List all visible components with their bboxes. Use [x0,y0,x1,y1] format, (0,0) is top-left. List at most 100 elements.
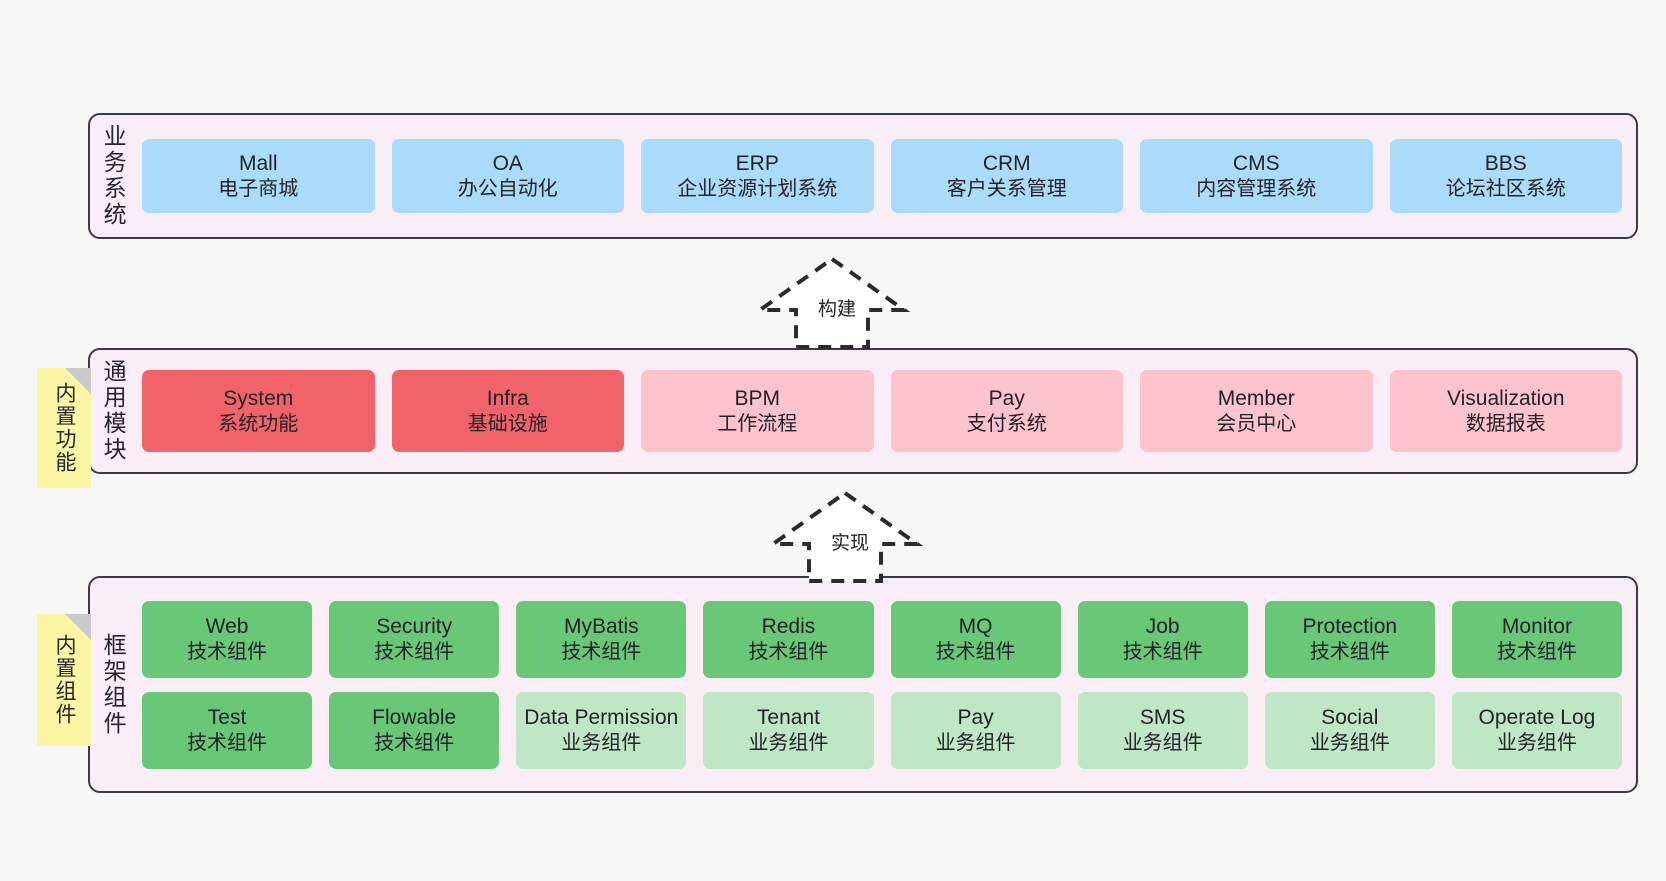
sticky-note-builtin-features: 内置功能 [37,368,91,488]
node-job[interactable]: Job 技术组件 [1077,600,1248,678]
common-module-node-row: System 系统功能 Infra 基础设施 BPM 工作流程 Pay 支付系统… [142,370,1622,452]
node-bbs-desc: 论坛社区系统 [1445,177,1566,200]
node-web-desc: 技术组件 [187,640,268,663]
node-pay-module-name: Pay [988,387,1025,410]
node-crm-name: CRM [982,152,1031,175]
node-operate-log-desc: 业务组件 [1496,731,1577,754]
arrow-build: 构建 [752,255,912,349]
node-pay-module-desc: 支付系统 [966,412,1047,435]
node-cms-name: CMS [1232,152,1280,175]
node-job-name: Job [1145,615,1180,638]
node-social[interactable]: Social 业务组件 [1264,691,1435,769]
node-oa[interactable]: OA 办公自动化 [391,139,624,213]
node-mall-desc: 电子商城 [218,177,299,200]
node-visualization-desc: 数据报表 [1465,412,1546,435]
arrow-implement-icon [766,490,924,583]
node-pay-module[interactable]: Pay 支付系统 [890,370,1123,452]
node-oa-desc: 办公自动化 [457,177,558,200]
node-cms-desc: 内容管理系统 [1196,177,1317,200]
node-monitor-name: Monitor [1501,615,1572,638]
node-social-desc: 业务组件 [1309,731,1390,754]
node-data-permission-desc: 业务组件 [561,731,642,754]
layer-title-business-system: 业务系统 [100,124,127,228]
sticky-note-builtin-features-label: 内置功能 [53,382,77,474]
node-visualization[interactable]: Visualization 数据报表 [1389,370,1622,452]
node-sms-name: SMS [1139,706,1186,729]
node-mq-desc: 技术组件 [935,640,1016,663]
layer-common-module: 通用模块 System 系统功能 Infra 基础设施 BPM 工作流程 Pay… [88,348,1638,474]
node-oa-name: OA [492,152,523,175]
node-erp-name: ERP [735,152,779,175]
node-tenant-desc: 业务组件 [748,731,829,754]
node-redis[interactable]: Redis 技术组件 [703,600,874,678]
node-sms-desc: 业务组件 [1122,731,1203,754]
node-bpm-name: BPM [734,387,780,410]
arrow-build-label: 构建 [818,299,857,320]
layer-body-framework-component: Web 技术组件 Security 技术组件 MyBatis 技术组件 Redi… [136,578,1636,791]
node-flowable-name: Flowable [372,706,457,729]
node-tenant[interactable]: Tenant 业务组件 [703,691,874,769]
node-mall[interactable]: Mall 电子商城 [142,139,375,213]
business-system-node-row: Mall 电子商城 OA 办公自动化 ERP 企业资源计划系统 CRM 客户关系… [142,139,1622,213]
node-operate-log[interactable]: Operate Log 业务组件 [1451,691,1622,769]
layer-business-system: 业务系统 Mall 电子商城 OA 办公自动化 ERP 企业资源计划系统 CRM… [88,113,1638,239]
node-bbs-name: BBS [1484,152,1527,175]
node-infra[interactable]: Infra 基础设施 [391,370,624,452]
node-security-name: Security [376,615,453,638]
node-security-desc: 技术组件 [374,640,455,663]
node-flowable[interactable]: Flowable 技术组件 [329,691,500,769]
framework-business-component-row: Test 技术组件 Flowable 技术组件 Data Permission … [142,691,1622,769]
node-member-name: Member [1217,387,1295,410]
node-infra-name: Infra [486,387,529,410]
node-social-name: Social [1321,706,1379,729]
node-flowable-desc: 技术组件 [374,731,455,754]
node-crm-desc: 客户关系管理 [946,177,1067,200]
node-mall-name: Mall [238,152,278,175]
node-job-desc: 技术组件 [1122,640,1203,663]
node-protection-name: Protection [1302,615,1398,638]
arrow-implement-label: 实现 [831,533,870,554]
node-system-name: System [223,387,294,410]
node-erp[interactable]: ERP 企业资源计划系统 [641,139,874,213]
sticky-note-builtin-components: 内置组件 [37,614,91,746]
node-web[interactable]: Web 技术组件 [142,600,313,678]
node-pay-component-desc: 业务组件 [935,731,1016,754]
node-mq[interactable]: MQ 技术组件 [890,600,1061,678]
node-mq-name: MQ [958,615,993,638]
node-web-name: Web [205,615,249,638]
node-pay-component-name: Pay [957,706,994,729]
node-bbs[interactable]: BBS 论坛社区系统 [1389,139,1622,213]
node-redis-name: Redis [761,615,816,638]
node-mybatis[interactable]: MyBatis 技术组件 [516,600,687,678]
layer-body-business-system: Mall 电子商城 OA 办公自动化 ERP 企业资源计划系统 CRM 客户关系… [136,115,1636,237]
node-sms[interactable]: SMS 业务组件 [1077,691,1248,769]
node-monitor[interactable]: Monitor 技术组件 [1451,600,1622,678]
node-erp-desc: 企业资源计划系统 [677,177,838,200]
node-data-permission-name: Data Permission [524,706,679,729]
layer-body-common-module: System 系统功能 Infra 基础设施 BPM 工作流程 Pay 支付系统… [136,350,1636,472]
node-security[interactable]: Security 技术组件 [329,600,500,678]
node-cms[interactable]: CMS 内容管理系统 [1140,139,1373,213]
node-system[interactable]: System 系统功能 [142,370,375,452]
node-data-permission[interactable]: Data Permission 业务组件 [516,691,687,769]
node-visualization-name: Visualization [1446,387,1565,410]
node-protection[interactable]: Protection 技术组件 [1264,600,1435,678]
node-monitor-desc: 技术组件 [1496,640,1577,663]
node-protection-desc: 技术组件 [1309,640,1390,663]
node-crm[interactable]: CRM 客户关系管理 [890,139,1123,213]
sticky-note-builtin-components-label: 内置组件 [53,634,77,726]
node-test[interactable]: Test 技术组件 [142,691,313,769]
node-bpm[interactable]: BPM 工作流程 [641,370,874,452]
node-test-name: Test [207,706,247,729]
node-pay-component[interactable]: Pay 业务组件 [890,691,1061,769]
node-mybatis-desc: 技术组件 [561,640,642,663]
arrow-implement: 实现 [765,489,925,583]
layer-title-common-module: 通用模块 [100,359,127,463]
node-member-desc: 会员中心 [1216,412,1297,435]
node-member[interactable]: Member 会员中心 [1140,370,1373,452]
node-redis-desc: 技术组件 [748,640,829,663]
node-mybatis-name: MyBatis [563,615,639,638]
node-tenant-name: Tenant [756,706,820,729]
node-bpm-desc: 工作流程 [717,412,798,435]
